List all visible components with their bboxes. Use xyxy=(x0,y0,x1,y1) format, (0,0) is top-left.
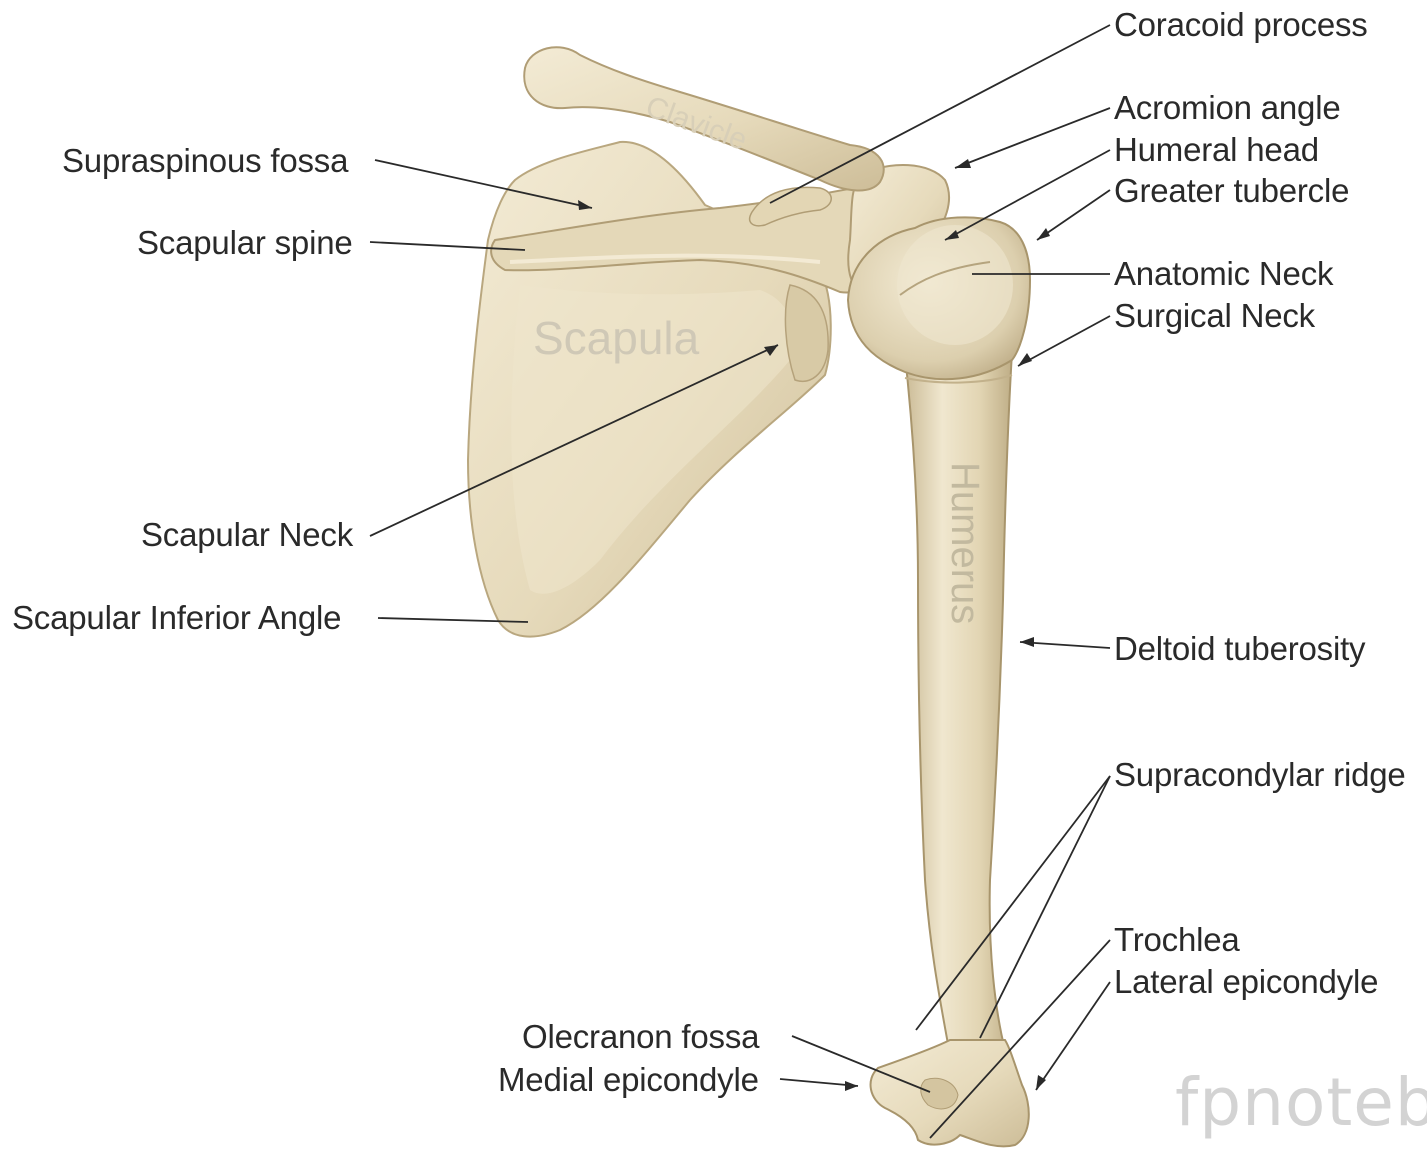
label-supraspinous-fossa: Supraspinous fossa xyxy=(62,144,348,177)
label-scapular-inferior-angle: Scapular Inferior Angle xyxy=(12,601,341,634)
label-surgical-neck: Surgical Neck xyxy=(1114,299,1315,332)
label-acromion-angle: Acromion angle xyxy=(1114,91,1341,124)
label-humeral-head: Humeral head xyxy=(1114,133,1319,166)
label-scapular-neck: Scapular Neck xyxy=(141,518,353,551)
label-greater-tubercle: Greater tubercle xyxy=(1114,174,1349,207)
label-supracondylar-ridge: Supracondylar ridge xyxy=(1114,758,1406,791)
watermark: fpnotebo xyxy=(1175,1070,1427,1136)
label-scapular-spine: Scapular spine xyxy=(137,226,353,259)
label-coracoid-process: Coracoid process xyxy=(1114,8,1368,41)
label-anatomic-neck: Anatomic Neck xyxy=(1114,257,1333,290)
humerus-label: Humerus xyxy=(945,462,985,624)
label-deltoid-tuberosity: Deltoid tuberosity xyxy=(1114,632,1365,665)
scapula-label: Scapula xyxy=(533,315,699,361)
label-olecranon-fossa: Olecranon fossa xyxy=(522,1020,759,1053)
label-trochlea: Trochlea xyxy=(1114,923,1240,956)
label-medial-epicondyle: Medial epicondyle xyxy=(498,1063,759,1096)
label-lateral-epicondyle: Lateral epicondyle xyxy=(1114,965,1378,998)
humerus-shaft-shape xyxy=(905,352,1012,1055)
